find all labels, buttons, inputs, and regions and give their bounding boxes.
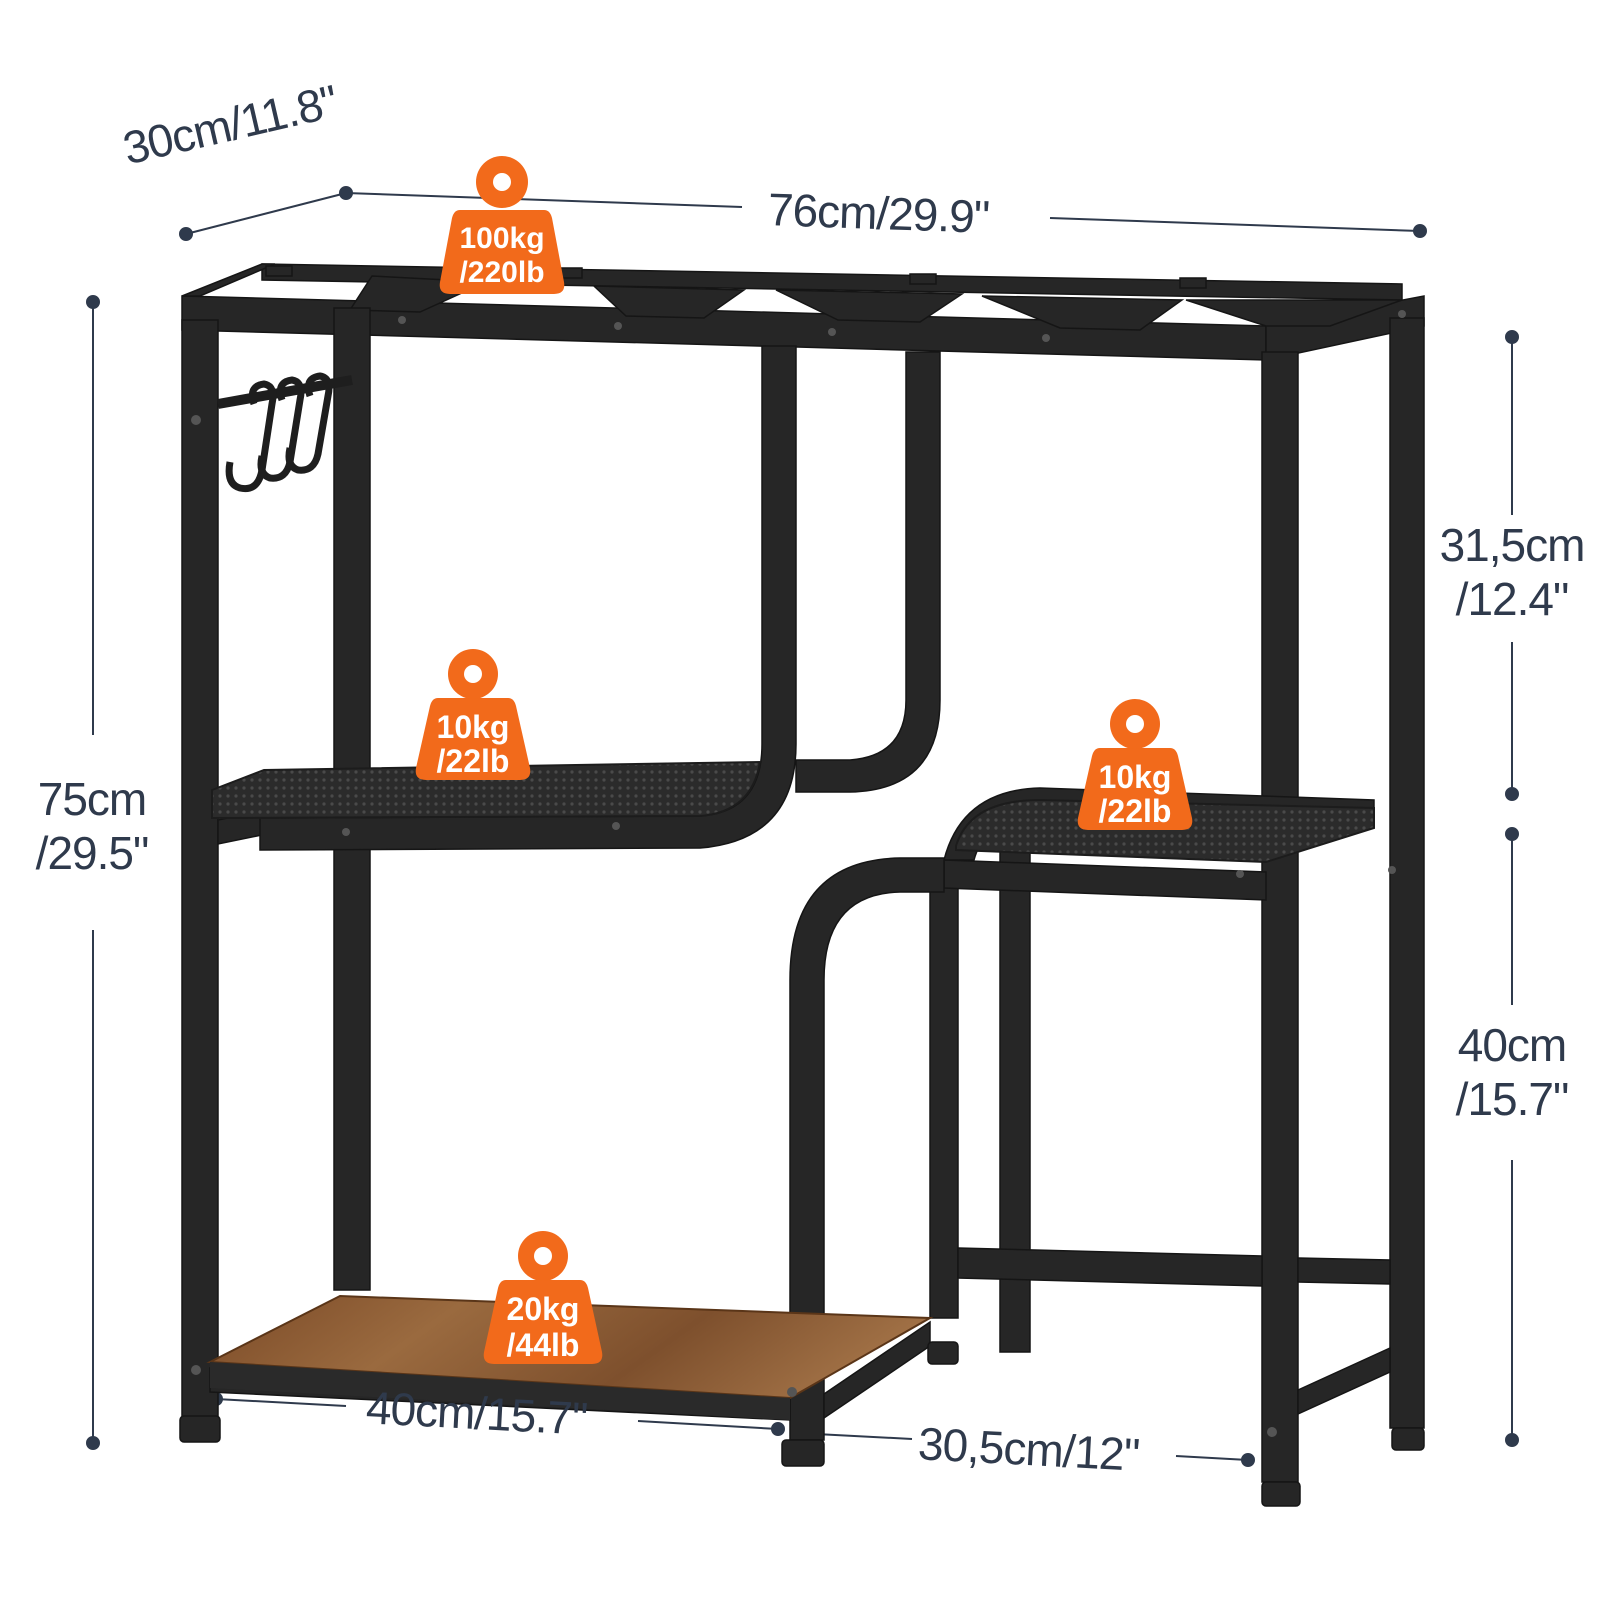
dimension-lower-right-line1: 40cm	[1457, 1019, 1567, 1071]
dimension-upper-right-line2: /12.4"	[1455, 573, 1570, 625]
right-middle-shelf	[955, 798, 1375, 864]
load-badge-top: 100kg /220lb	[439, 156, 565, 294]
load-badge-middle-left: 10kg /22lb	[415, 649, 531, 780]
dimension-lines	[86, 186, 1519, 1467]
dimension-width-top: 76cm/29.9"	[767, 183, 990, 243]
load-badge-bottom: 20kg /44lb	[483, 1231, 603, 1364]
badge-top-line2: /220lb	[459, 256, 544, 289]
badge-bottom-line1: 20kg	[507, 1291, 580, 1327]
badge-middle-right-line2: /22lb	[1099, 793, 1172, 829]
dimension-height-total-line1: 75cm	[37, 773, 147, 825]
badge-middle-left-line1: 10kg	[437, 709, 510, 745]
dimension-bottom-right: 30,5cm/12"	[916, 1417, 1141, 1481]
dimension-lower-right-line2: /15.7"	[1455, 1073, 1570, 1125]
s-hooks	[217, 372, 353, 493]
badge-middle-right-line1: 10kg	[1099, 759, 1172, 795]
dimension-height-total: 75cm /29.5"	[22, 772, 162, 880]
screws	[191, 310, 1406, 1437]
dimension-upper-right: 31,5cm /12.4"	[1430, 518, 1594, 626]
dimension-height-total-line2: /29.5"	[35, 827, 150, 879]
badge-middle-left-line2: /22lb	[437, 743, 510, 779]
badge-bottom-line2: /44lb	[507, 1327, 580, 1363]
dimension-upper-right-line1: 31,5cm	[1439, 519, 1586, 571]
badge-top-line1: 100kg	[459, 222, 544, 255]
dimension-lower-right: 40cm /15.7"	[1440, 1018, 1584, 1126]
load-badge-middle-right: 10kg /22lb	[1077, 699, 1193, 830]
left-middle-shelf	[211, 760, 762, 820]
dimension-bottom-left: 40cm/15.7"	[364, 1381, 589, 1445]
